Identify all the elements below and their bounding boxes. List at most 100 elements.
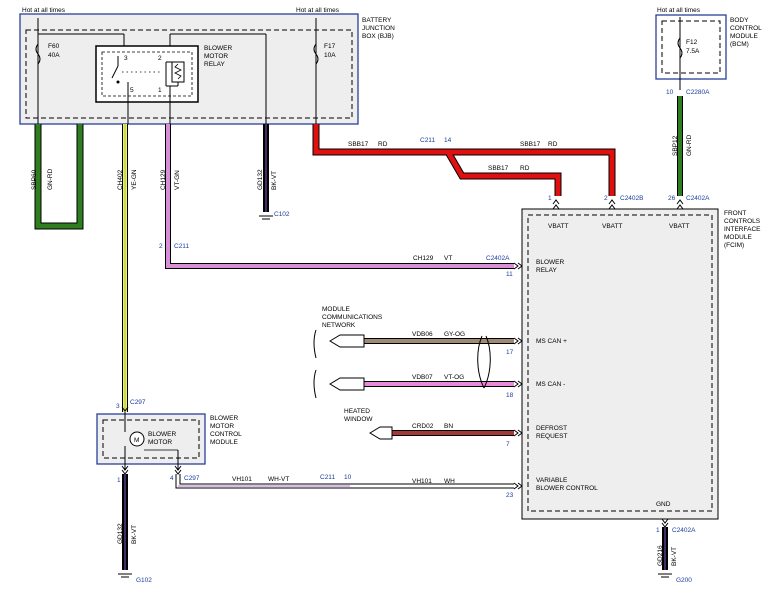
c211-low: C211 [320,474,335,481]
ch129-h-color: VT [444,255,452,262]
c2402a-mid: C2402A [486,255,510,262]
f17-name: F17 [324,43,336,50]
fcim-blower-relay-1: BLOWER [536,259,564,266]
sbb17-a-circuit: SBB17 [348,141,369,148]
sbb17-b-color: RD [548,141,558,148]
bmcm-title-4: MODULE [210,439,238,446]
bcm-title-3: MODULE [730,33,758,40]
relay-label-3: RELAY [204,61,225,68]
relay-pin-5: 5 [130,87,134,94]
network-label-3: NETWORK [322,322,356,329]
bmcm-gd132-circuit: GD132 [117,523,124,544]
gd216-color: BK-VT [671,547,678,566]
bcm-title-4: (BCM) [730,41,749,48]
bcm-pin-10: 10 [666,89,674,96]
fuse-f17: F17 10A [313,18,336,124]
sbb17-a-color: RD [378,141,388,148]
vdb07-circuit: VDB07 [412,374,433,381]
network-label-1: MODULE [322,306,350,313]
fcim-variable-2: BLOWER CONTROL [536,485,598,492]
network-connectors: MODULE COMMUNICATIONS NETWORK [313,306,383,399]
relay-pin-1: 1 [158,87,162,94]
wire-vdb07: VDB07 VT-OG [364,374,514,387]
fcim-blower-relay-2: RELAY [536,267,557,274]
fcim-title-1: FRONT [724,210,746,217]
wire-vh101: VH101 WH-VT C211 10 VH101 WH [175,474,514,489]
bjb-title-1: BATTERY [362,17,392,24]
bcm-fuse-amp: 7.5A [686,48,700,55]
fcim-defrost-2: REQUEST [536,433,567,440]
vh101-a-circuit: VH101 [232,476,252,483]
vh101-b-color: WH [444,478,455,485]
fcim-pin-26: 26 [668,195,676,202]
fcim-c2402a-top: C2402A [686,195,710,202]
bmcm-title-1: BLOWER [210,415,238,422]
wire-ch129: CH129 VT-GN 2 C211 CH129 VT C2402A [159,124,514,269]
fcim-variable-1: VARIABLE [536,477,568,484]
fcim-gnd-pin: 1 [656,527,660,534]
c211-top: C211 [420,137,435,144]
fcim-title-5: (FCIM) [724,242,744,249]
c211-low-pin: 10 [344,474,352,481]
fcim-ms-can-plus: MS CAN + [536,338,567,345]
battery-junction-box: Hot at all times Hot at all times BATTER… [19,7,395,125]
bcm-fuse-name: F12 [686,39,698,46]
vh101-b-circuit: VH101 [412,478,432,485]
ch129-color: VT-GN [174,170,181,190]
sbp12-circuit: SBP12 [672,135,679,156]
bmcm-gd132-color: BK-VT [131,525,138,544]
gd132-circuit: GD132 [257,169,264,190]
fcim-pin-2: 2 [604,195,608,202]
bcm-hot: Hot at all times [657,7,701,14]
blower-motor-control-module: BLOWER MOTOR CONTROL MODULE M BLOWER MOT… [96,399,242,484]
bjb-title-2: JUNCTION [362,25,395,32]
fcim-gnd-connector: C2402A [672,527,696,534]
twisted-pair-symbol [477,335,491,389]
bmcm-pin-1: 1 [117,477,121,484]
blower-motor-relay: BLOWER MOTOR RELAY 3 2 5 1 [95,45,232,124]
relay-label-1: BLOWER [204,45,232,52]
ch402-circuit: CH402 [117,169,124,190]
g200: G200 [676,577,692,584]
sbb17-c-color: RD [520,165,530,172]
front-controls-interface-module: FRONT CONTROLS INTERFACE MODULE (FCIM) V… [506,195,761,534]
c211-top-pin: 14 [444,137,452,144]
bjb-hot-left: Hot at all times [22,7,66,14]
fcim-c2402b: C2402B [620,195,644,202]
bjb-title-3: BOX (BJB) [362,33,394,40]
bcm-connector: C2280A [686,89,710,96]
gd216-circuit: GD216 [657,545,664,566]
ch129-circuit: CH129 [160,169,167,190]
f17-amp: 10A [324,52,336,59]
fcim-title-4: MODULE [724,234,752,241]
bjb-hot-right: Hot at all times [296,7,340,14]
network-label-2: COMMUNICATIONS [322,314,383,321]
bmcm-pin-3: 3 [116,403,120,410]
fcim-pin-18: 18 [506,392,514,399]
sbp60-color: GN-RD [47,168,54,190]
fcim-pin-1: 1 [548,195,552,202]
sbp60-circuit: SBP60 [31,169,38,190]
g-c102: C102 [274,211,290,218]
fcim-gnd: GND [656,501,671,508]
fcim-pin-23: 23 [506,492,514,499]
bmcm-c297-top: C297 [130,399,146,406]
vdb07-color: VT-OG [444,374,464,381]
fuse-f60: F60 40A [35,18,60,124]
bmcm-motor-1: BLOWER [148,431,176,438]
bcm-title-1: BODY [730,17,749,24]
sbb17-b-circuit: SBB17 [520,141,541,148]
fcim-vbatt-3: VBATT [669,223,689,230]
relay-pin-2: 2 [158,55,162,62]
bmcm-title-3: CONTROL [210,431,242,438]
vh101-a-color: WH-VT [268,476,289,483]
bmcm-c297-low: C297 [184,475,200,482]
fcim-title-3: INTERFACE [724,226,761,233]
body-control-module: Hot at all times F12 7.5A BODY CONTROL M… [655,7,762,96]
bmcm-title-2: MOTOR [210,423,234,430]
relay-pin-3: 3 [124,55,128,62]
motor-icon [129,431,145,447]
wire-vdb06: VDB06 GY-OG [364,331,514,344]
f60-name: F60 [48,43,60,50]
